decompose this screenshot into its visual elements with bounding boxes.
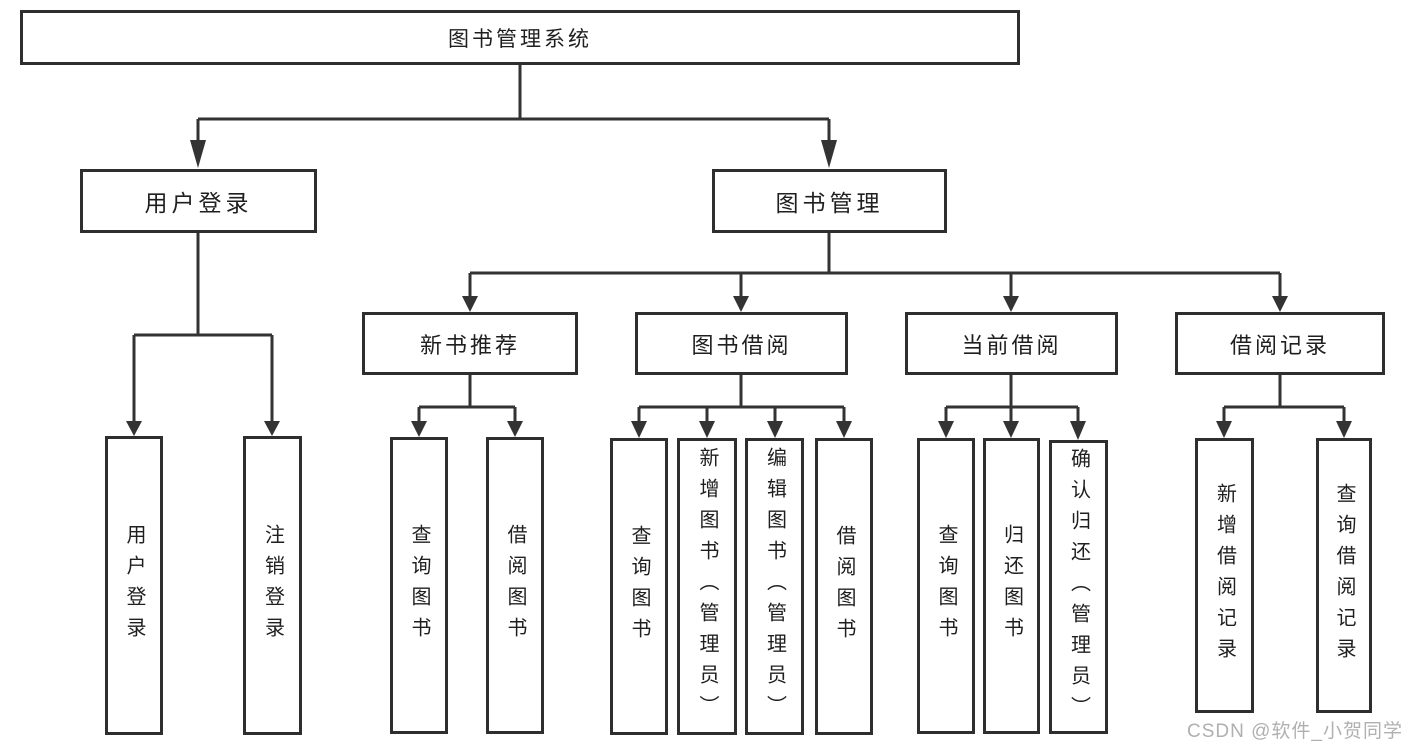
leaf-borrowing-edit-books-admin: 编辑图书（管理员）: [745, 438, 804, 735]
leaf-current-query-books: 查询图书: [917, 438, 975, 734]
node-book-management: 图书管理: [712, 169, 947, 233]
node-label: 用户登录: [144, 190, 253, 216]
node-label: 图书管理系统: [448, 27, 592, 51]
node-label: 查询图书: [628, 524, 650, 649]
node-label: 编辑图书（管理员）: [763, 447, 786, 726]
node-label: 新增借阅记录: [1213, 482, 1236, 669]
node-library-management-system: 图书管理系统: [20, 10, 1020, 65]
node-book-borrowing: 图书借阅: [635, 312, 848, 375]
node-user-login: 用户登录: [80, 169, 317, 233]
node-label: 查询图书: [935, 524, 957, 648]
node-label: 图书管理: [775, 190, 884, 216]
node-label: 注销登录: [261, 523, 284, 648]
node-label: 归还图书: [1000, 524, 1023, 648]
node-label: 借阅图书: [504, 523, 526, 648]
node-label: 当前借阅: [961, 332, 1062, 358]
node-label: 用户登录: [123, 523, 145, 648]
node-label: 查询借阅记录: [1333, 482, 1355, 669]
node-label: 借阅图书: [833, 524, 855, 649]
leaf-current-return-books: 归还图书: [983, 438, 1040, 734]
node-current-borrowing: 当前借阅: [905, 312, 1118, 375]
leaf-borrowing-query-books: 查询图书: [610, 438, 668, 735]
leaf-records-add-borrow-record: 新增借阅记录: [1195, 438, 1254, 713]
node-borrowing-records: 借阅记录: [1175, 312, 1385, 375]
leaf-user-login: 用户登录: [105, 436, 163, 735]
node-new-book-recommendation: 新书推荐: [362, 312, 578, 375]
leaf-records-query-borrow-record: 查询借阅记录: [1316, 438, 1372, 713]
leaf-recommend-borrow-books: 借阅图书: [486, 437, 544, 734]
csdn-watermark: CSDN @软件_小贺同学: [1187, 721, 1403, 742]
leaf-logout-login: 注销登录: [243, 436, 302, 735]
leaf-borrowing-add-books-admin: 新增图书（管理员）: [677, 438, 737, 735]
leaf-recommend-query-books: 查询图书: [390, 437, 448, 734]
node-label: 确认归还（管理员）: [1067, 447, 1090, 727]
node-label: 新增图书（管理员）: [696, 447, 718, 726]
leaf-current-confirm-return-admin: 确认归还（管理员）: [1049, 440, 1108, 734]
node-label: 图书借阅: [691, 332, 792, 358]
leaf-borrowing-borrow-books: 借阅图书: [815, 438, 873, 735]
node-label: 新书推荐: [419, 332, 520, 358]
node-label: 查询图书: [408, 523, 430, 648]
node-label: 借阅记录: [1229, 332, 1330, 358]
